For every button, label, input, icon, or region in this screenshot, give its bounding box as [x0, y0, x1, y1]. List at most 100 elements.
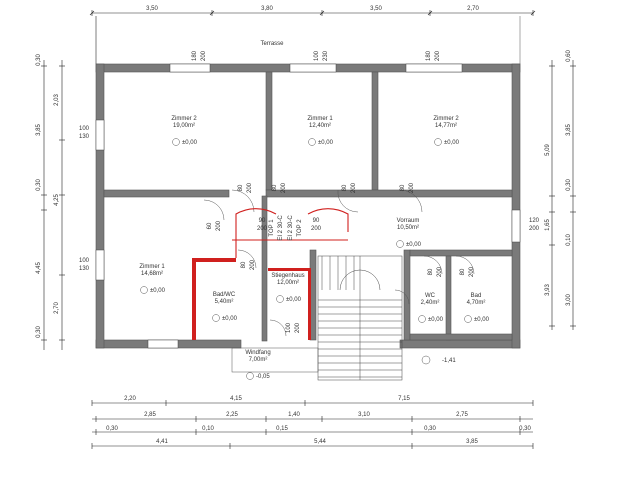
room-name: Windfang	[245, 350, 270, 356]
dim-bottom-r4-1: 4,41	[156, 439, 168, 445]
dim-bottom-r1-1: 2,20	[124, 396, 136, 402]
right-window: 120 200	[511, 209, 540, 243]
win-left-b2: 130	[79, 266, 90, 272]
door-small-b-h: 200	[469, 266, 475, 277]
dim-right-8: 3,00	[566, 294, 572, 306]
fire-door-right-w: 90	[313, 218, 320, 224]
door-stair-w: 100	[286, 322, 292, 333]
top2-label: TOP 2	[297, 219, 303, 237]
room-label: Zimmer 112,40m²±0,00	[307, 116, 333, 146]
ei-label-a: EI 2 30-C	[278, 215, 284, 241]
dim-left-1: 0,30	[36, 54, 42, 66]
door-c-w: 80	[342, 184, 348, 191]
win-top-b1: 100	[314, 50, 320, 61]
level-marker-icon	[246, 372, 254, 380]
fire-door-left-w: 90	[259, 218, 266, 224]
room-area: 19,00m²	[173, 123, 195, 129]
fire-rated-walls	[192, 258, 311, 340]
dim-left-5: 4,25	[54, 194, 60, 206]
room-label: Zimmer 219,00m²±0,00	[171, 116, 197, 146]
fire-door-left-h: 200	[257, 226, 268, 232]
room-area: 5,40m²	[215, 299, 234, 305]
dim-left-8: 0,30	[36, 326, 42, 338]
room-label: Bad/WC5,40m²±0,00	[212, 292, 238, 322]
dim-bottom-r2-2: 2,25	[226, 412, 238, 418]
room-level: -0,05	[256, 374, 270, 380]
dim-bottom-r3-5: 0,30	[519, 426, 531, 432]
dim-bottom-r2-5: 2,75	[456, 412, 468, 418]
level-marker-icon	[212, 314, 220, 322]
dim-top-4: 2,70	[467, 6, 479, 12]
dimension-bottom: 2,20 4,15 7,15 2,85 2,25 1,40 3,10 2,75 …	[91, 396, 534, 449]
left-windows: 100 130 100 130	[79, 119, 105, 281]
dim-top-1: 3,50	[146, 6, 158, 12]
dimension-left: 0,30 2,03 3,85 0,30 4,25 4,45 2,70 0,30	[36, 54, 65, 350]
win-top-a1: 180	[192, 50, 198, 61]
dimension-top: 3,50 3,80 3,50 2,70	[89, 6, 536, 64]
dim-right-5: 1,65	[545, 219, 551, 231]
door-zimmer1-h: 200	[250, 259, 256, 270]
dim-top-3: 3,50	[370, 6, 382, 12]
terrace: Terrasse	[95, 16, 284, 64]
room-name: Bad/WC	[213, 292, 236, 298]
dim-bottom-r2-3: 1,40	[288, 412, 300, 418]
dim-bottom-r4-2: 5,44	[314, 439, 326, 445]
room-name: Zimmer 2	[433, 116, 459, 122]
door-small-a-h: 200	[437, 266, 443, 277]
outdoor-level-value: -1,41	[442, 358, 456, 364]
dim-left-3: 3,85	[36, 124, 42, 136]
room-area: 2,40m²	[421, 300, 440, 306]
door-stair-h: 200	[295, 322, 301, 333]
dim-bottom-r1-3: 7,15	[398, 396, 410, 402]
door-small-a-w: 80	[428, 268, 434, 275]
room-area: 12,00m²	[277, 280, 299, 286]
door-b-w: 80	[272, 184, 278, 191]
room-name: Vorraum	[397, 218, 420, 224]
terrace-label: Terrasse	[260, 41, 284, 47]
room-area: 14,77m²	[435, 123, 457, 129]
dim-bottom-r2-4: 3,10	[358, 412, 370, 418]
dim-right-3: 3,85	[566, 124, 572, 136]
interior-walls	[103, 71, 513, 342]
win-top-c2: 200	[435, 50, 441, 61]
ei-label-b: EI 2 30-C	[288, 215, 294, 241]
win-left-a2: 130	[79, 134, 90, 140]
level-marker-icon	[308, 138, 316, 146]
level-marker-icon	[140, 286, 148, 294]
level-marker-icon	[276, 295, 284, 303]
dim-bottom-r3-4: 0,30	[424, 426, 436, 432]
room-level: ±0,00	[428, 317, 444, 323]
rooms: Zimmer 2 19,00m² ±0,00 Zimmer 112,40m²±0,00…	[139, 116, 489, 380]
win-right-2: 200	[529, 226, 540, 232]
door-zimmer1-w: 80	[241, 261, 247, 268]
dim-bottom-r3-1: 0,30	[106, 426, 118, 432]
level-marker-icon	[434, 138, 442, 146]
dim-left-2: 2,03	[54, 94, 60, 106]
dim-bottom-r4-3: 3,85	[466, 439, 478, 445]
dim-right-1: 0,60	[566, 50, 572, 62]
level-marker-icon	[418, 315, 426, 323]
doors-lower: 80 200 80 200 80 200 60 200 100 200	[203, 199, 475, 337]
level-marker-icon	[396, 240, 404, 248]
dim-right-6: 0,10	[566, 234, 572, 246]
room-level: ±0,00	[474, 317, 490, 323]
room-level: ±0,00	[182, 140, 198, 146]
dim-right-2: 5,09	[545, 144, 551, 156]
dim-bottom-r3-2: 0,10	[202, 426, 214, 432]
level-marker-icon	[464, 315, 472, 323]
dim-bottom-r3-3: 0,15	[276, 426, 288, 432]
dim-right-4: 0,30	[566, 179, 572, 191]
room-label: WC2,40m²±0,00	[418, 293, 444, 323]
dim-left-6: 4,45	[36, 262, 42, 274]
top-windows: 180 200 100 230 180 200	[169, 50, 463, 73]
door-corridor-w: 60	[207, 222, 213, 229]
bottom-window	[147, 339, 179, 349]
room-level: ±0,00	[150, 288, 166, 294]
win-top-c1: 180	[426, 50, 432, 61]
room-name: Bad	[471, 293, 482, 299]
room-area: 14,68m²	[141, 271, 163, 277]
door-b-h: 200	[281, 182, 287, 193]
